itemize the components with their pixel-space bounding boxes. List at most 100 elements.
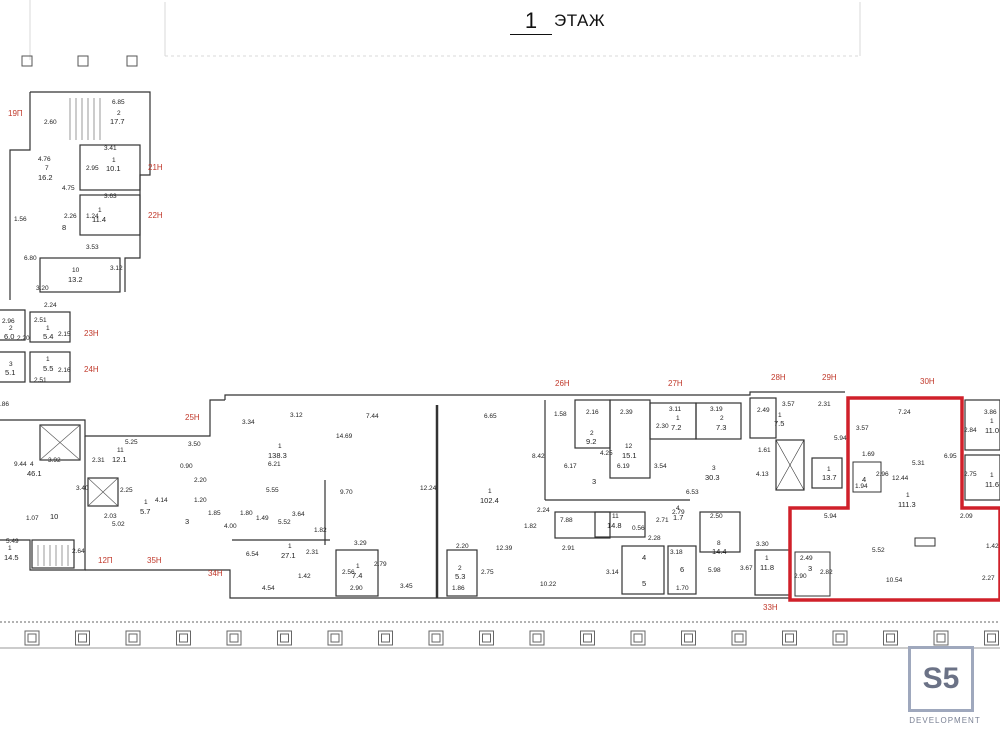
column-marker-inner [684, 633, 693, 643]
dimension: 2.24 [44, 302, 57, 309]
dimension: 6.80 [24, 255, 37, 262]
column-marker-inner [987, 633, 996, 643]
room-number: 1 [46, 356, 50, 363]
room-labels: 2 17.7 7 16.2 1 10.1 1 11.4 8 10 13.2 2 … [4, 110, 999, 588]
dimension: 4.14 [155, 497, 168, 504]
dimension: 6.85 [112, 99, 125, 106]
room-number: 3 [712, 465, 716, 472]
room-number: 1 [676, 415, 680, 422]
column-marker-inner [633, 633, 643, 643]
outer-wall-bottom [85, 569, 790, 599]
s5-development-logo: S5 DEVELOPMENT [906, 646, 980, 732]
room-wall [79, 194, 141, 236]
dimension: 12.24 [420, 485, 437, 492]
dimension: 2.96 [876, 471, 889, 478]
outer-wall-top [224, 391, 845, 400]
logo-mark: S5 [922, 662, 960, 695]
dimension: 2.79 [672, 509, 685, 516]
room-area: 16.2 [38, 173, 53, 182]
dimension: 5.94 [824, 513, 837, 520]
dimension: 6.19 [617, 463, 630, 470]
column-marker-inner [128, 633, 138, 643]
room-area: 12.1 [112, 455, 127, 464]
room-wall [554, 511, 611, 539]
column-marker [731, 630, 747, 646]
room-wall [39, 257, 121, 293]
axis-label: 27Н [668, 379, 683, 388]
room-wall [621, 545, 665, 595]
room-wall [446, 549, 478, 597]
dimension: 3.67 [740, 565, 753, 572]
dimension: 2.90 [794, 573, 807, 580]
dimension: 3.19 [710, 406, 723, 413]
dimension: 3.50 [188, 441, 201, 448]
room-wall [811, 457, 843, 489]
dimension: 4.76 [38, 156, 51, 163]
room-wall [964, 399, 1000, 451]
dimension: 6.17 [564, 463, 577, 470]
axis-label: 26Н [555, 379, 570, 388]
room-area: 11.0 [985, 426, 999, 435]
room-number: 2 [458, 565, 462, 572]
room-number: 8 [62, 223, 66, 232]
dimension: 2.95 [86, 165, 99, 172]
room-number: 4 [30, 461, 34, 468]
dimension: 5.52 [872, 547, 885, 554]
axis-label: 19П [8, 109, 23, 118]
dimension: 7.44 [366, 413, 379, 420]
room-number: 1 [46, 325, 50, 332]
dimension: 1.69 [862, 451, 875, 458]
dimension: 1.85 [208, 510, 221, 517]
dimension: 3.18 [670, 549, 683, 556]
axis-label: 25Н [185, 413, 200, 422]
dimension: 1.94 [855, 483, 868, 490]
dimension: 3.12 [290, 412, 303, 419]
dimension: 2.27 [982, 575, 995, 582]
column-marker-inner [482, 633, 491, 643]
room-number: 4 [676, 505, 680, 512]
room-wall [699, 511, 741, 553]
column-marker-inner [532, 633, 542, 643]
column-marker-inner [431, 633, 441, 643]
dimension: 1.49 [256, 515, 269, 522]
dimension: 3.57 [782, 401, 795, 408]
room-area: 27.1 [281, 551, 296, 560]
dimension: 2.49 [800, 555, 813, 562]
room-number: 3 [592, 477, 596, 486]
room-area: 5.3 [455, 572, 465, 581]
dimension: 7.88 [560, 517, 573, 524]
dimension: 1.82 [524, 523, 537, 530]
column-marker [479, 630, 494, 646]
dimension: 1.86 [452, 585, 465, 592]
dimension: 2.16 [586, 409, 599, 416]
dimension: 2.96 [2, 318, 15, 325]
dimension: 2.90 [350, 585, 363, 592]
room-area: 15.1 [622, 451, 637, 460]
floor-label: ЭТАЖ [554, 11, 606, 30]
column-marker [77, 55, 89, 67]
dimension: 2.50 [710, 513, 723, 520]
axis-label: 29Н [822, 373, 837, 382]
dimension: 2.03 [104, 513, 117, 520]
room-number: 4 [862, 475, 866, 484]
column-marker [933, 630, 949, 646]
room-area: 5.7 [140, 507, 150, 516]
dimension: 5.31 [912, 460, 925, 467]
room-number: 1 [356, 563, 360, 570]
lift-shaft [87, 477, 119, 507]
stairs-hatch [37, 98, 119, 566]
room-wall [335, 549, 379, 597]
room-number: 2 [9, 325, 13, 332]
dimension: 0.90 [180, 463, 193, 470]
room-area: 6.0 [4, 332, 14, 341]
room-number: 1 [765, 555, 769, 562]
dimension: 9.44 [14, 461, 27, 468]
dimension: 2.51 [34, 317, 47, 324]
column-marker-inner [381, 633, 390, 643]
dimension: 2.39 [620, 409, 633, 416]
wall [0, 399, 225, 437]
room-number: 2 [590, 430, 594, 437]
room-area: 13.7 [822, 473, 837, 482]
dimension: 2.28 [648, 535, 661, 542]
dimension: 3.40 [76, 485, 89, 492]
